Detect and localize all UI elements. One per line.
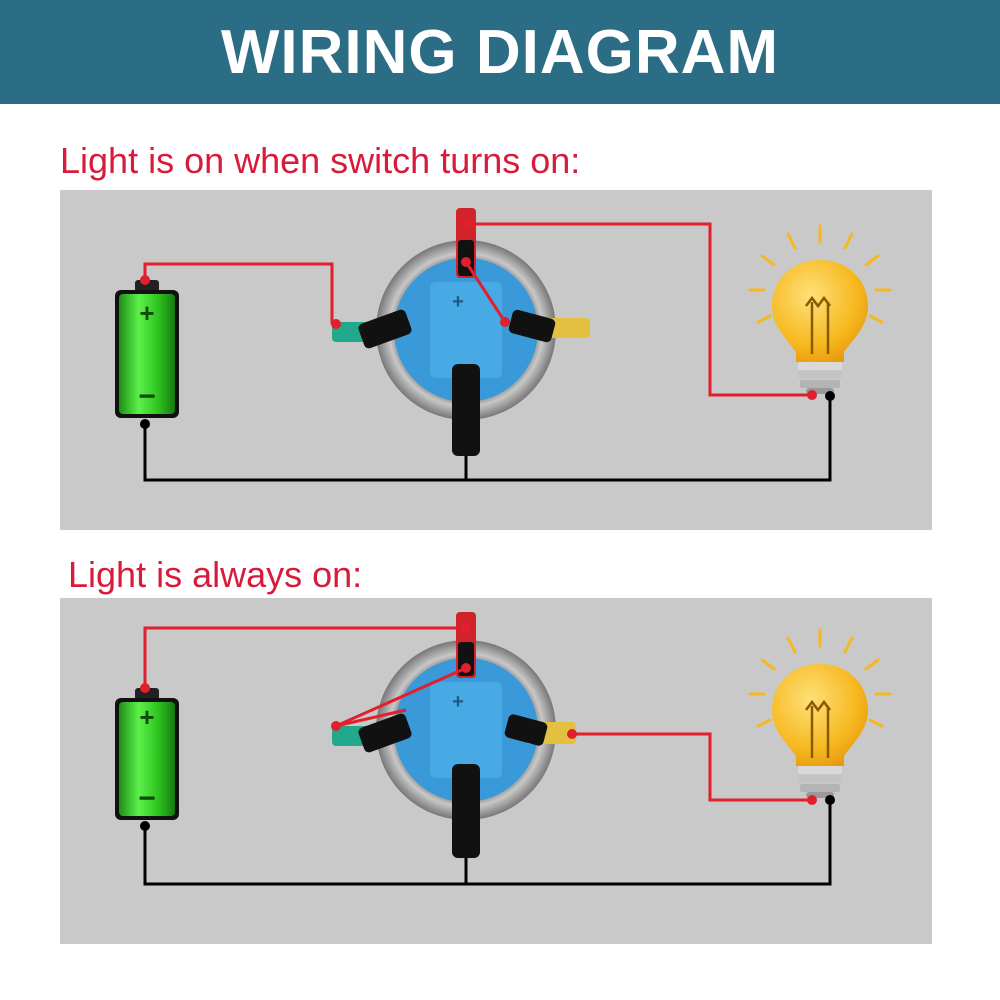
- diagram-2-panel: + − +: [60, 598, 932, 944]
- battery-icon: + −: [115, 280, 179, 418]
- battery-positive-wire: [143, 262, 334, 324]
- switch-icon: +: [331, 612, 577, 858]
- battery-positive-wire: [143, 626, 466, 688]
- diagram-1-panel: + − +: [60, 190, 932, 530]
- title-banner: WIRING DIAGRAM: [0, 0, 1000, 104]
- ground-wire: [143, 396, 832, 482]
- diagram-2-heading: Light is always on:: [68, 554, 363, 595]
- switch-to-lamp-wire: [572, 732, 812, 802]
- switch-icon: +: [331, 208, 590, 456]
- battery-plus-label: +: [139, 298, 154, 328]
- battery-plus-label: +: [139, 702, 154, 732]
- ground-wire: [143, 800, 832, 886]
- battery-minus-label: −: [138, 782, 156, 815]
- battery-icon: + −: [115, 688, 179, 820]
- diagram-title: WIRING DIAGRAM: [220, 17, 780, 87]
- light-bulb-icon: [748, 628, 892, 805]
- switch-plus-label: +: [452, 291, 464, 313]
- switch-plus-label: +: [452, 691, 464, 713]
- switch-to-lamp-wire: [466, 222, 812, 397]
- diagram-2-canvas: + − +: [115, 612, 892, 886]
- diagram-1-canvas: + − +: [115, 208, 892, 482]
- battery-minus-label: −: [138, 380, 156, 413]
- light-bulb-icon: [748, 224, 892, 401]
- diagram-1-heading: Light is on when switch turns on:: [60, 140, 581, 181]
